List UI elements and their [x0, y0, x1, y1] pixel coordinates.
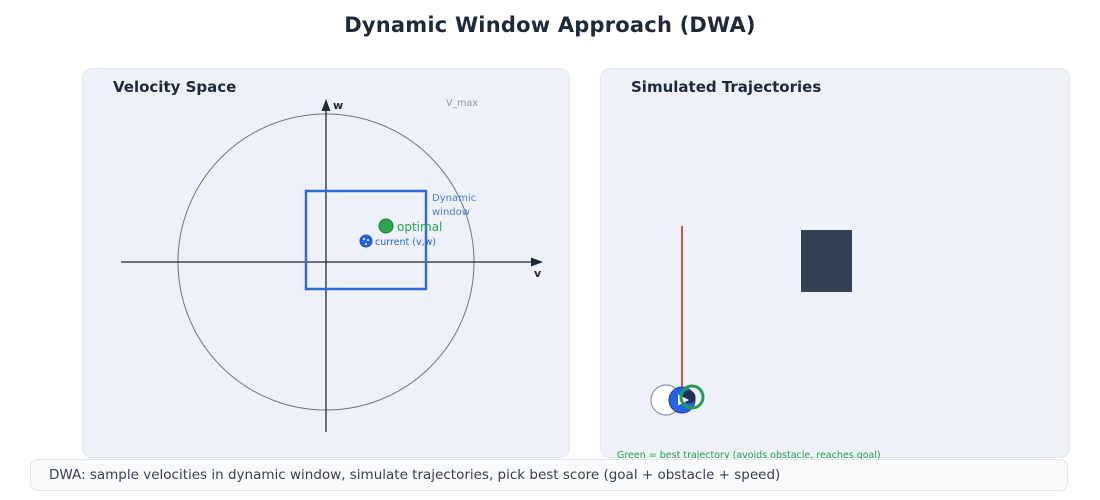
velocity-space-panel: v w V_max Dynamic window optimal current…	[82, 68, 570, 458]
dynamic-window-rect	[304, 189, 428, 291]
current-dot-texture	[363, 238, 365, 240]
v-axis-arrow-icon	[531, 257, 543, 267]
current-dot-texture	[367, 239, 369, 241]
simulated-trajectories-title: Simulated Trajectories	[631, 78, 822, 96]
dwa-caption-text: DWA: sample velocities in dynamic window…	[49, 467, 781, 483]
w-axis-label: w	[333, 99, 343, 112]
page-title: Dynamic Window Approach (DWA)	[344, 13, 756, 37]
best-trajectory-circle	[679, 384, 705, 410]
optimal-velocity-dot	[378, 218, 394, 234]
optimal-label: optimal	[397, 220, 442, 234]
velocity-space-diagram: v w V_max Dynamic window optimal current…	[121, 98, 543, 432]
current-velocity-label: current (v,w)	[375, 237, 436, 248]
simulated-trajectories-panel: Green = best trajectory (avoids obstacle…	[600, 68, 1070, 459]
w-axis-arrow-icon	[321, 99, 331, 111]
v-axis-label: v	[534, 267, 542, 280]
dynamic-window-label-line2: window	[432, 207, 470, 218]
best-trajectory-note: Green = best trajectory (avoids obstacle…	[617, 450, 881, 459]
vmax-label: V_max	[446, 98, 478, 109]
obstacle-rect	[801, 230, 852, 292]
dwa-caption-bar: DWA: sample velocities in dynamic window…	[30, 459, 1068, 491]
dynamic-window-label-line1: Dynamic	[432, 193, 476, 204]
current-dot-texture	[365, 243, 367, 245]
trajectories-diagram: Green = best trajectory (avoids obstacle…	[617, 226, 881, 459]
current-velocity-dot	[359, 234, 373, 248]
velocity-space-title: Velocity Space	[113, 78, 237, 96]
